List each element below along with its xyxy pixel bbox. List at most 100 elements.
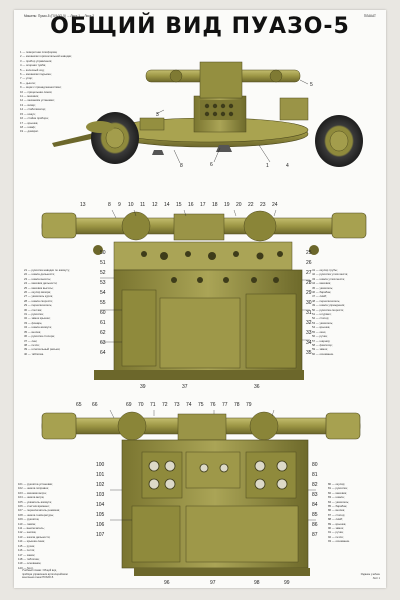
svg-text:53: 53 xyxy=(100,280,106,286)
legend-item: 60 — основание. xyxy=(312,351,334,356)
svg-text:55: 55 xyxy=(100,300,106,306)
device-view-front xyxy=(41,210,367,380)
svg-text:71: 71 xyxy=(150,402,156,408)
svg-text:39: 39 xyxy=(140,384,146,390)
svg-text:16: 16 xyxy=(188,202,194,208)
legend-item: 12 — механизм установки; xyxy=(20,98,55,103)
svg-text:17: 17 xyxy=(200,202,206,208)
svg-text:76: 76 xyxy=(210,402,216,408)
legend-item: 41 — окуляр трубы; xyxy=(312,268,338,272)
carriage-view xyxy=(52,61,363,167)
legend-item: 45 — указатель; xyxy=(312,285,334,290)
device-illustrations: 3 5 6 8 1 4 xyxy=(41,61,367,586)
svg-text:29: 29 xyxy=(306,290,312,296)
footer-line: Учебный плакат. Общий вид xyxy=(22,569,57,573)
footer-line: Издание учебное xyxy=(360,573,380,577)
legend-item: 26 — окуляр визира; xyxy=(24,290,51,295)
legend-item: 16 — стойка прибора; xyxy=(20,116,49,121)
legend-item: 115 — ручка; xyxy=(18,543,35,548)
callouts-mid-top: 13 8 9 10 11 12 14 15 16 17 18 19 20 22 … xyxy=(80,202,278,208)
legend-item: 21 — рукоятка наводки по азимуту; xyxy=(24,268,70,272)
legend-item: 23 — шкала высоты; xyxy=(24,276,51,281)
footer-line: Лист 1 xyxy=(372,576,380,580)
legend-item: 118 — табличка; xyxy=(18,556,40,561)
legend-item: 108 — шкала температуры; xyxy=(18,512,54,517)
legend-item: 111 — выключатель; xyxy=(18,526,45,531)
svg-text:83: 83 xyxy=(312,492,318,498)
legend-item: 42 — рукоятка углов места; xyxy=(312,272,348,277)
legend-item: 14 — стабилизатор; xyxy=(20,107,46,112)
svg-text:64: 64 xyxy=(100,350,106,356)
svg-text:20: 20 xyxy=(236,202,242,208)
legend-item: 87 — стопор; xyxy=(328,512,346,517)
legend-item: 43 — шкала углов места; xyxy=(312,276,345,281)
svg-text:11: 11 xyxy=(140,202,145,208)
legend-item: 49 — шкала упреждения; xyxy=(312,303,345,308)
legend-item: 17 — крышка; xyxy=(20,120,39,125)
legend-item: 106 — счетчик времени; xyxy=(18,504,50,509)
svg-text:30: 30 xyxy=(306,300,312,306)
legend-item: 56 — ручка; xyxy=(312,334,328,339)
svg-text:54: 54 xyxy=(100,290,106,296)
legend-item: 82 — маховик; xyxy=(328,490,347,495)
legend-item: 89 — крышка; xyxy=(328,521,347,526)
callouts-mid-bottom: 39 37 36 xyxy=(140,384,260,390)
svg-text:18: 18 xyxy=(212,202,218,208)
legend-item: 80 — окуляр; xyxy=(328,482,346,486)
legend-bottom-left: 101 — рукоятка установки; 102 — шкала по… xyxy=(18,482,88,570)
legend-item: 91 — ручка; xyxy=(328,530,344,535)
svg-text:35: 35 xyxy=(306,350,312,356)
svg-text:23: 23 xyxy=(260,202,266,208)
legend-item: 36 — рукоятка стопора; xyxy=(24,334,55,339)
legend-item: 6 — механизм подъема; xyxy=(20,72,52,77)
svg-text:99: 99 xyxy=(284,580,290,586)
svg-text:70: 70 xyxy=(138,402,144,408)
legend-item: 54 — крышка; xyxy=(312,325,331,330)
svg-text:81: 81 xyxy=(312,472,318,478)
svg-text:32: 32 xyxy=(306,320,312,326)
svg-text:3: 3 xyxy=(156,112,159,118)
svg-text:74: 74 xyxy=(186,402,192,408)
svg-text:5: 5 xyxy=(310,82,313,88)
svg-text:82: 82 xyxy=(312,482,318,488)
callouts-bot-right: 80 81 82 83 84 85 86 87 xyxy=(312,462,318,538)
svg-text:101: 101 xyxy=(96,472,105,478)
svg-text:103: 103 xyxy=(96,492,105,498)
legend-item: 5 — колесный ход; xyxy=(20,67,45,72)
legend-item: 104 — шкала ветра; xyxy=(18,495,45,500)
svg-text:15: 15 xyxy=(176,202,182,208)
legend-item: 2 — механизм горизонтальной наводки; xyxy=(20,54,72,59)
legend-item: 40 — табличка. xyxy=(24,351,45,356)
svg-text:100: 100 xyxy=(96,462,105,468)
legend-item: 53 — указатель; xyxy=(312,320,334,325)
svg-text:86: 86 xyxy=(312,522,318,528)
svg-text:51: 51 xyxy=(100,260,106,266)
legend-item: 13 — визир; xyxy=(20,102,36,107)
svg-text:6: 6 xyxy=(210,162,213,168)
legend-item: 50 — рукоятка скорости; xyxy=(312,307,344,312)
legend-item: 7 — упор; xyxy=(20,76,33,81)
svg-text:8: 8 xyxy=(108,202,111,208)
svg-text:79: 79 xyxy=(246,402,252,408)
legend-item: 57 — шарнир; xyxy=(312,338,331,343)
svg-text:26: 26 xyxy=(306,260,312,266)
svg-text:10: 10 xyxy=(128,202,134,208)
legend-item: 8 — дышло; xyxy=(20,80,36,85)
svg-text:36: 36 xyxy=(254,384,260,390)
legend-item: 105 — указатель азимута; xyxy=(18,499,52,504)
legend-item: 44 — маховик; xyxy=(312,281,331,286)
legend-item: 55 — окно; xyxy=(312,329,327,334)
legend-item: 35 — кнопка; xyxy=(24,329,41,334)
legend-item: 81 — рукоятка; xyxy=(328,486,348,491)
legend-item: 48 — переключатель; xyxy=(312,298,341,303)
callouts-bot-top: 65 66 69 70 71 72 73 74 75 76 77 78 79 xyxy=(76,402,252,408)
svg-text:13: 13 xyxy=(80,202,86,208)
legend-item: 86 — кнопка; xyxy=(328,508,345,513)
legend-item: 1 — поворотная платформа; xyxy=(20,50,58,54)
svg-text:63: 63 xyxy=(100,340,106,346)
legend-item: 37 — люк; xyxy=(24,338,38,343)
legend-item: 18 — шкаф; xyxy=(20,124,36,129)
legend-item: 112 — кнопка; xyxy=(18,530,37,535)
svg-text:97: 97 xyxy=(210,580,216,586)
footer-line: зенитным огнем ПУАЗО-5. xyxy=(22,576,54,580)
